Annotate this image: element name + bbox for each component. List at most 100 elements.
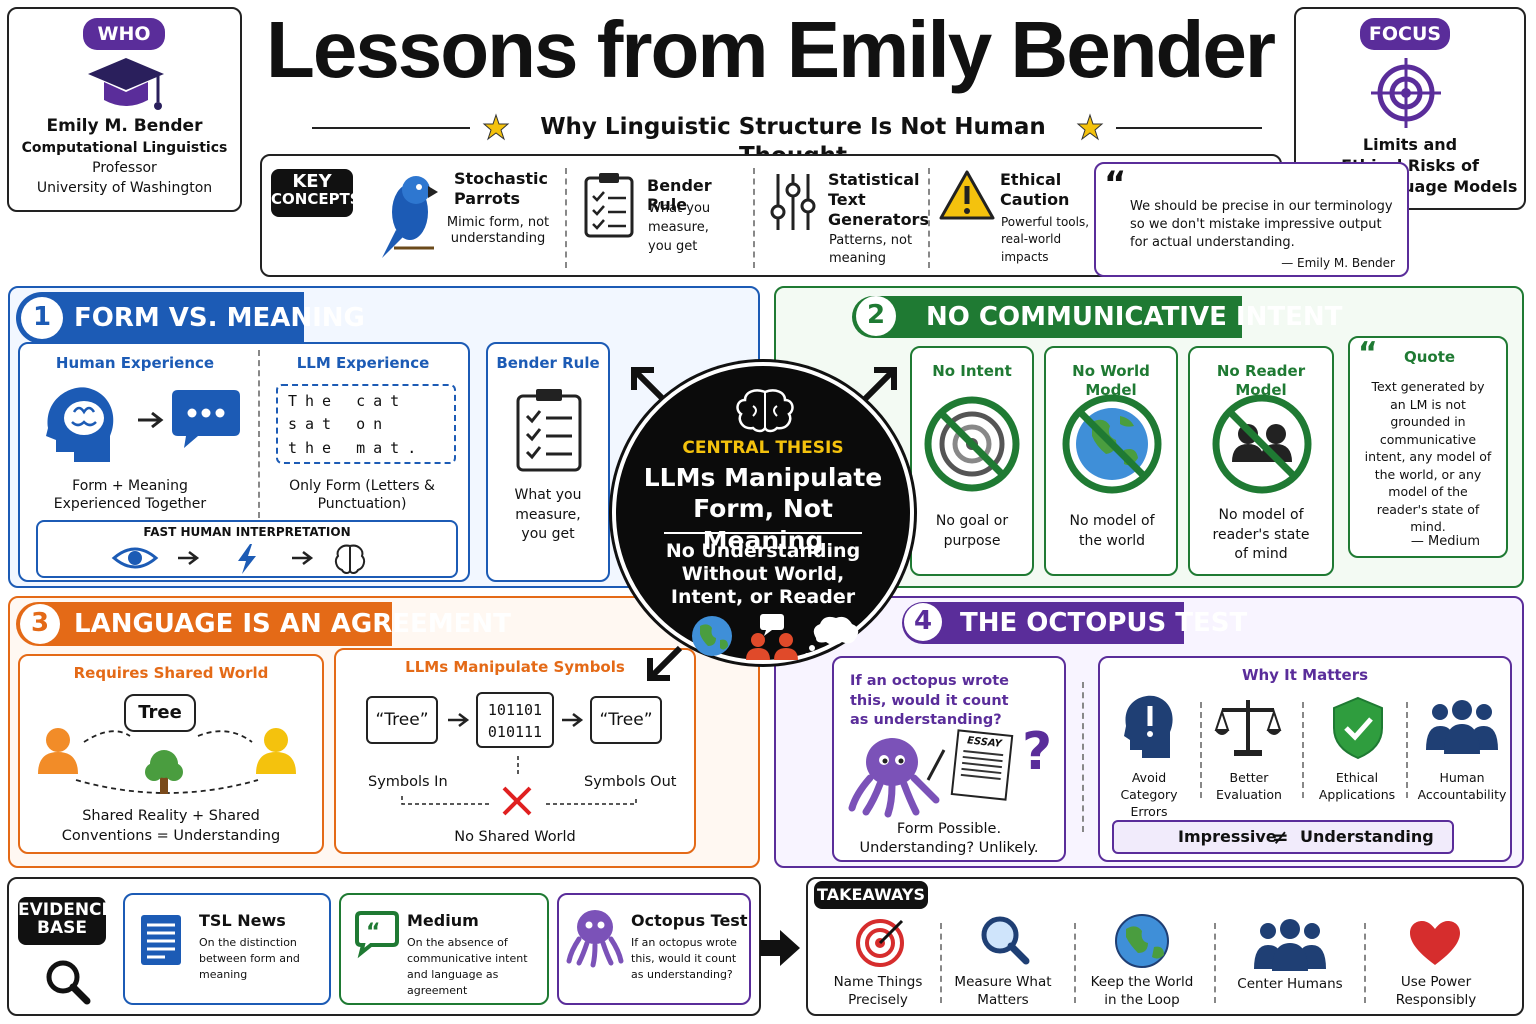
symbols-title: LLMs Manipulate Symbols	[405, 658, 625, 676]
octopus-question: If an octopus wrote this, would it count…	[850, 673, 1010, 729]
concept-title: Stochastic Parrots	[454, 169, 548, 208]
fast-interpretation-box: FAST HUMAN INTERPRETATION	[36, 520, 458, 578]
human-experience-caption: Form + Meaning Experienced Together	[53, 478, 207, 512]
people-group-icon	[1426, 700, 1498, 754]
octopus-icon	[848, 738, 946, 818]
arrow-up-left-icon	[631, 367, 667, 403]
brain-icon	[334, 544, 366, 574]
takeaway-label: Keep the World in the Loop	[1090, 974, 1194, 1009]
target-icon	[1371, 58, 1441, 128]
who-card: WHO Emily M. Bender Computational Lingui…	[7, 7, 242, 212]
arrow-right-icon	[292, 551, 314, 565]
intent-card-caption: No goal or purpose	[935, 513, 1009, 549]
bender-quote-text: We should be precise in our terminology …	[1130, 199, 1393, 251]
eye-icon	[111, 547, 159, 569]
octopus-caption-2: Understanding? Unlikely.	[859, 840, 1039, 856]
bender-quote-box: “ We should be precise in our terminolog…	[1094, 162, 1409, 277]
concept-desc: Patterns, not meaning	[829, 233, 913, 266]
essay-label: ESSAY	[966, 735, 1003, 750]
central-thesis-circle: CENTRAL THESIS LLMs Manipulate Form, Not…	[612, 362, 914, 664]
people-group-icon	[1254, 919, 1326, 971]
tree-bubble: Tree	[124, 694, 196, 732]
who-name: Emily M. Bender	[46, 116, 203, 136]
no-people-icon	[1212, 394, 1312, 494]
concept-desc: Powerful tools, real-world impacts	[1001, 215, 1090, 264]
why-it-matters-title: Why It Matters	[1241, 666, 1369, 684]
medium-quote-text: Text generated by an LM is not grounded …	[1364, 379, 1492, 534]
parrot-icon	[382, 176, 438, 258]
arrow-down-left-icon	[647, 645, 683, 681]
svg-text:“: “	[366, 920, 380, 945]
evidence-card-medium: “ Medium On the absence of communicative…	[339, 893, 549, 1005]
fast-interpretation-label: FAST HUMAN INTERPRETATION	[143, 525, 351, 539]
who-role: Computational Linguistics	[21, 140, 228, 156]
arrow-right-icon	[760, 930, 800, 966]
impressive-neq-understanding: Impressive ≠ Understanding	[1112, 820, 1454, 854]
octopus-caption-1: Form Possible.	[896, 821, 1002, 837]
no-world-connector	[401, 756, 637, 816]
essay-paper: ESSAY	[950, 729, 1014, 801]
section-1-number: 1	[21, 297, 63, 339]
world-people-thought-icons	[692, 614, 859, 660]
evidence-card-tsl: TSL News On the distinction between form…	[123, 893, 331, 1005]
no-shared-world-label: No Shared World	[454, 829, 576, 845]
takeaways-label: TAKEAWAYS	[814, 881, 928, 909]
central-thesis-main: LLMs Manipulate Form, Not Meaning	[643, 463, 883, 555]
evidence-desc: If an octopus wrote this, would it count…	[631, 936, 737, 981]
speech-bubble-icon	[172, 390, 240, 448]
evidence-title: TSL News	[199, 911, 286, 930]
takeaway-label: Center Humans	[1237, 976, 1343, 992]
concept-desc: What you measure, you get	[648, 201, 711, 254]
head-exclamation-icon	[1124, 695, 1173, 758]
symbol-out-box: “Tree”	[590, 696, 662, 744]
bender-rule-title: Bender Rule	[496, 354, 600, 372]
section-1-header: FORM VS. MEANING	[16, 292, 365, 344]
star-icon	[1076, 113, 1104, 141]
section-3-header: LANGUAGE IS AN AGREEMENT	[16, 602, 511, 646]
octopus-question-card: If an octopus wrote this, would it count…	[832, 656, 1066, 862]
globe-icon	[1115, 914, 1169, 968]
graduation-cap-icon	[88, 58, 164, 110]
arrow-up-right-icon	[861, 367, 897, 403]
takeaway-label: Name Things Precisely	[833, 974, 923, 1009]
why-it-matters-card: Why It Matters Avoid Category Errors Bet…	[1098, 656, 1512, 862]
reader-model-card-caption: No model of reader's state of mind	[1212, 507, 1310, 563]
no-target-icon	[924, 396, 1020, 492]
world-model-card: No World Model No model of the world	[1044, 346, 1178, 576]
evidence-card-octopus: Octopus Test If an octopus wrote this, w…	[557, 893, 751, 1005]
clipboard-icon	[584, 173, 634, 238]
bender-quote-author: — Emily M. Bender	[1281, 256, 1395, 270]
section-language-agreement: LANGUAGE IS AN AGREEMENT 3 Requires Shar…	[8, 596, 760, 868]
question-mark-icon: ?	[1022, 722, 1053, 782]
reader-model-card: No Reader Model No model of reader's sta…	[1188, 346, 1334, 576]
quote-mark-icon: “	[1358, 336, 1378, 371]
heart-icon	[1410, 921, 1460, 965]
medium-quote-card: “ Quote Text generated by an LM is not g…	[1348, 336, 1508, 558]
shared-world-card: Requires Shared World Tree Shared Realit…	[18, 654, 324, 854]
concept-title: Statistical Text Generators	[828, 170, 929, 229]
arrow-right-icon	[178, 551, 200, 565]
intent-card: No Intent No goal or purpose	[910, 346, 1034, 576]
section-4-header: THE OCTOPUS TEST	[902, 602, 1247, 644]
takeaways-panel: TAKEAWAYS Name Things Precisely Measure …	[806, 877, 1524, 1016]
page-title: Lessons from Emily Bender	[265, 5, 1276, 94]
central-thesis-label: CENTRAL THESIS	[682, 438, 844, 458]
arrow-right-icon	[562, 713, 584, 727]
llm-letters-box: The cat sat on the mat.	[276, 384, 456, 464]
octopus-icon	[566, 910, 624, 968]
quote-mark-icon: “	[1104, 164, 1127, 204]
arrow-right-icon	[448, 713, 470, 727]
star-icon	[482, 113, 510, 141]
human-experience-title: Human Experience	[55, 354, 215, 372]
focus-line-1: Limits and	[1362, 135, 1458, 154]
subtitle-rule-right	[1116, 127, 1262, 129]
section-4-number: 4	[904, 603, 942, 641]
world-model-card-title: No World Model	[1072, 362, 1150, 399]
evidence-desc: On the absence of communicative intent a…	[407, 936, 528, 997]
magnifier-icon	[981, 916, 1030, 965]
